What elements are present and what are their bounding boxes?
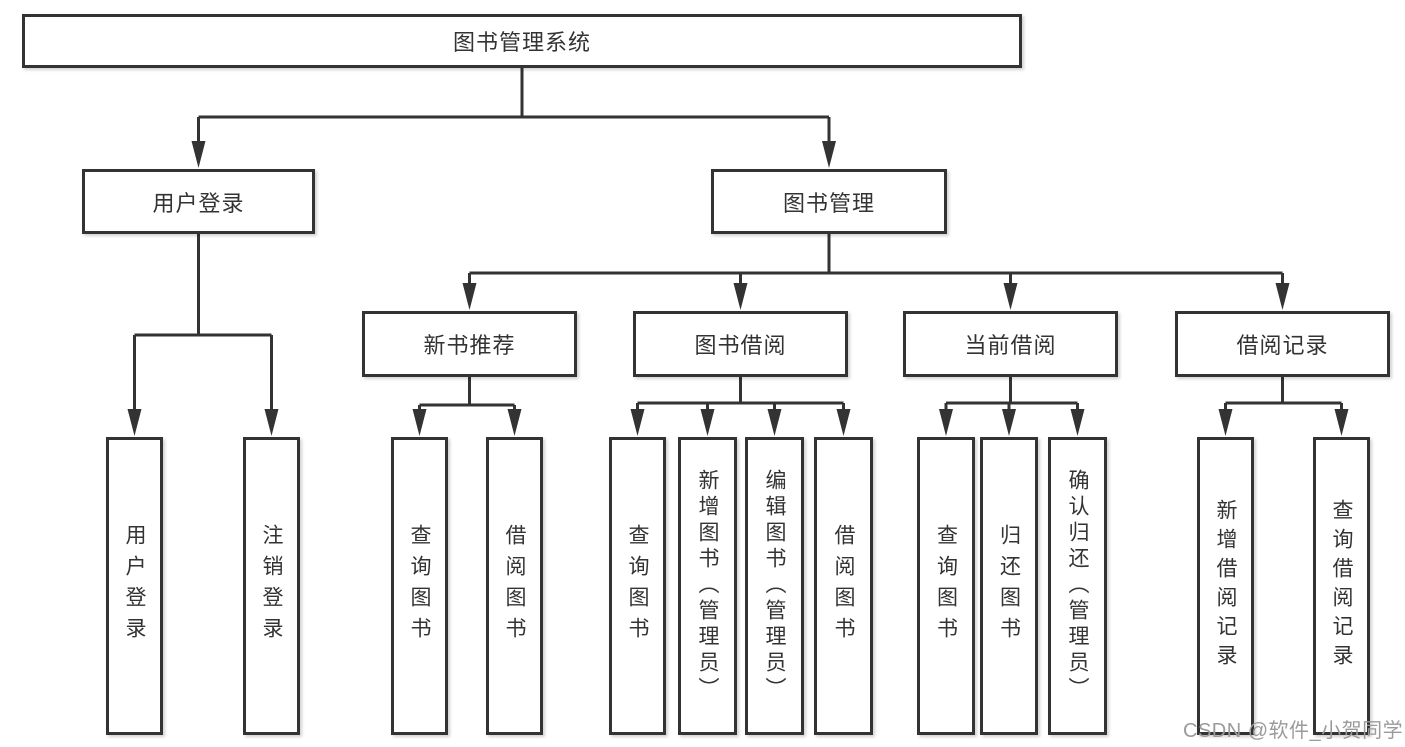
leaf-add-book-admin: 新增图书（管理员） [678,437,737,735]
leaf-add-borrow-record: 新增借阅记录 [1197,437,1254,735]
leaf-borrow-books-recommend: 借阅图书 [486,437,543,735]
leaf-edit-book-admin: 编辑图书（管理员） [745,437,804,735]
node-new-book-recommend: 新书推荐 [362,311,577,377]
leaf-query-books-current: 查询图书 [917,437,975,735]
node-user-login: 用户登录 [82,169,315,234]
node-current-borrow: 当前借阅 [903,311,1118,377]
node-library-management-system: 图书管理系统 [22,14,1022,68]
node-book-borrow: 图书借阅 [633,311,848,377]
leaf-query-borrow-record: 查询借阅记录 [1313,437,1370,735]
leaf-return-book: 归还图书 [980,437,1038,735]
leaf-logout: 注销登录 [243,437,300,735]
node-book-management: 图书管理 [711,169,947,234]
csdn-watermark: CSDN @软件_小贺同学 [1183,720,1404,742]
node-borrow-records: 借阅记录 [1175,311,1390,377]
leaf-query-books-recommend: 查询图书 [391,437,448,735]
leaf-query-books-borrow: 查询图书 [609,437,666,735]
leaf-borrow-books: 借阅图书 [814,437,873,735]
leaf-user-login: 用户登录 [106,437,163,735]
leaf-confirm-return-admin: 确认归还（管理员） [1048,437,1107,735]
